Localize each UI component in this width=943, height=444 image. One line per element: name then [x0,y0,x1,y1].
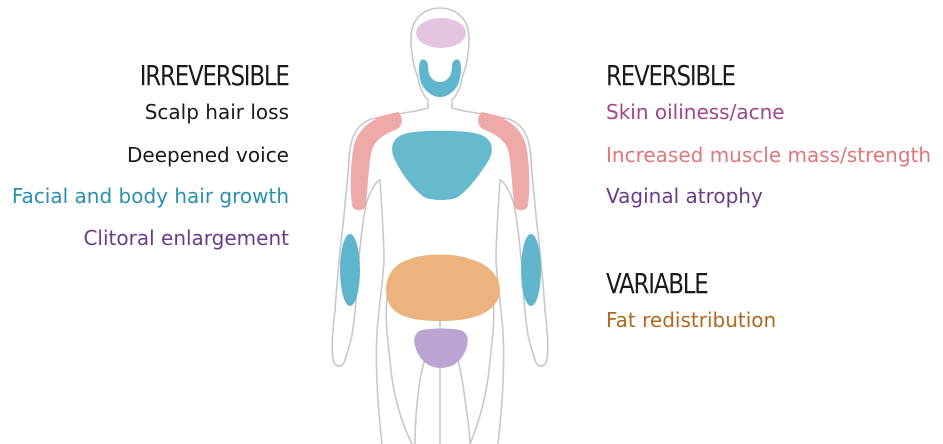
irreversible-item-clitoral-enlargement: Clitoral enlargement [83,228,289,248]
irreversible-item-scalp-hair-loss: Scalp hair loss [145,102,289,122]
irreversible-item-deepened-voice: Deepened voice [127,145,289,165]
reversible-item-muscle-mass: Increased muscle mass/strength [606,145,931,165]
pelvis-region [414,329,467,369]
body-outline-main [332,8,548,444]
irreversible-heading: IRREVERSIBLE [140,62,289,90]
variable-item-fat-redistribution: Fat redistribution [606,310,776,330]
left-arm-region [340,234,360,306]
body-figure [300,0,600,444]
reversible-item-vaginal-atrophy: Vaginal atrophy [606,186,763,206]
abdomen-region [386,255,500,322]
chest-region [392,131,492,200]
right-arm-region [521,234,541,306]
face-region [419,59,461,97]
scalp-region [416,18,466,48]
irreversible-item-facial-body-hair: Facial and body hair growth [12,186,289,206]
reversible-heading: REVERSIBLE [606,62,735,90]
reversible-item-skin-oiliness: Skin oiliness/acne [606,102,785,122]
variable-heading: VARIABLE [606,270,708,298]
